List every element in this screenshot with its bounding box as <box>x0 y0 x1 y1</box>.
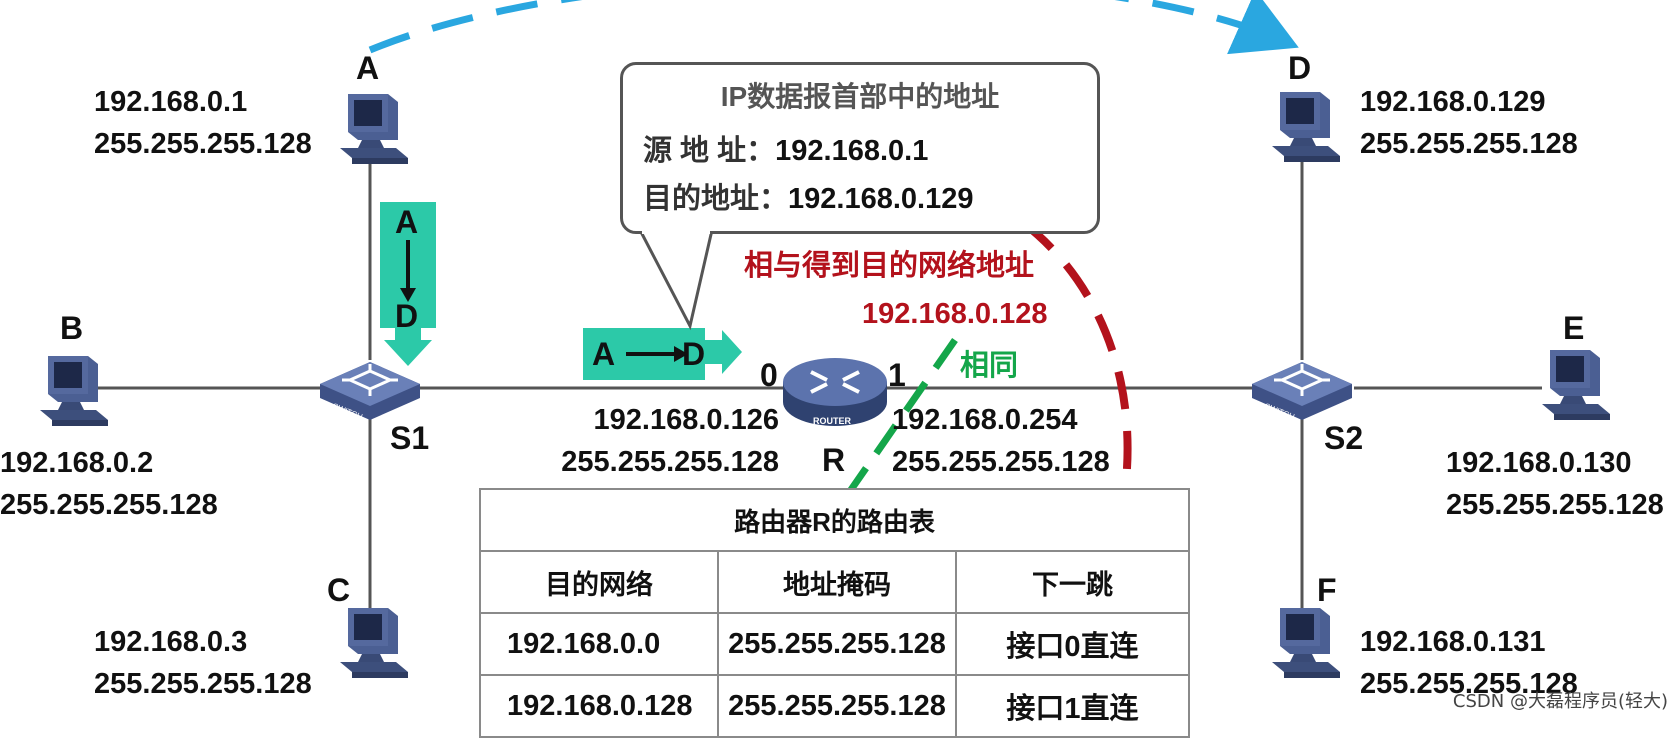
svg-text:ROUTER: ROUTER <box>813 416 852 426</box>
source-address-row: 源 地 址：192.168.0.1 <box>643 127 928 169</box>
host-a-ip: 192.168.0.1 <box>94 86 248 118</box>
host-d-computer-icon <box>1272 92 1340 162</box>
routing-table: 路由器R的路由表 目的网络 地址掩码 下一跳 192.168.0.0 255.2… <box>479 488 1190 738</box>
row1-destination: 192.168.0.0 <box>479 612 719 676</box>
host-f-computer-icon <box>1272 608 1340 678</box>
ip-header-callout: IP数据报首部中的地址 源 地 址：192.168.0.1 目的地址：192.1… <box>620 62 1100 234</box>
callout-title: IP数据报首部中的地址 <box>720 81 1000 112</box>
table-row: 192.168.0.128 255.255.255.128 接口1直连 <box>479 674 1190 738</box>
host-e-name: E <box>1563 310 1585 346</box>
row1-mask: 255.255.255.128 <box>717 612 957 676</box>
host-b-name: B <box>60 310 84 346</box>
switch-s2-name: S2 <box>1324 420 1364 456</box>
switch-s2-icon: SWITCH <box>1250 360 1354 422</box>
router-icon: ROUTER <box>783 358 887 426</box>
callout-tail <box>637 228 714 331</box>
router-port1-mask: 255.255.255.128 <box>892 446 1110 478</box>
host-d-name: D <box>1288 50 1312 86</box>
col-address-mask: 地址掩码 <box>717 550 957 614</box>
packet-dst-label-vertical: D <box>395 298 419 334</box>
row2-destination: 192.168.0.128 <box>479 674 719 738</box>
host-e-mask: 255.255.255.128 <box>1446 489 1664 521</box>
network-address-result: 192.168.0.128 <box>862 298 1048 330</box>
packet-box-vertical <box>380 202 436 366</box>
callout-tail-joint <box>642 228 710 234</box>
destination-address-row: 目的地址：192.168.0.129 <box>643 175 973 217</box>
host-c-ip: 192.168.0.3 <box>94 626 248 658</box>
router-port1-ip: 192.168.0.254 <box>892 404 1078 436</box>
host-a-computer-icon <box>340 94 408 164</box>
host-c-computer-icon <box>340 608 408 678</box>
source-address-value: 192.168.0.1 <box>775 135 929 167</box>
packet-dst-label: D <box>682 336 706 372</box>
host-e-computer-icon <box>1542 350 1610 420</box>
host-c-name: C <box>327 572 351 608</box>
row1-next-hop: 接口0直连 <box>955 612 1190 676</box>
switch-s1-name: S1 <box>390 420 430 456</box>
host-b-mask: 255.255.255.128 <box>0 489 218 521</box>
router-name: R <box>822 442 846 478</box>
packet-src-label-vertical: A <box>395 204 419 240</box>
col-next-hop: 下一跳 <box>955 550 1190 614</box>
row2-next-hop: 接口1直连 <box>955 674 1190 738</box>
host-f-mask: 255.255.255.128 <box>1360 668 1578 700</box>
router-port0-mask: 255.255.255.128 <box>561 446 779 478</box>
destination-address-label: 目的地址： <box>643 183 789 215</box>
host-d-ip: 192.168.0.129 <box>1360 86 1546 118</box>
router-port1-number: 1 <box>888 357 906 393</box>
table-row: 192.168.0.0 255.255.255.128 接口0直连 <box>479 612 1190 676</box>
host-b-computer-icon <box>40 356 108 426</box>
packet-src-label: A <box>592 336 616 372</box>
packet-box-horizontal <box>583 328 742 380</box>
and-result-label: 相与得到目的网络地址 <box>744 250 1035 282</box>
host-e-ip: 192.168.0.130 <box>1446 447 1632 479</box>
router-port0-ip: 192.168.0.126 <box>593 404 779 436</box>
packet-path-arrow <box>368 0 1299 55</box>
host-f-ip: 192.168.0.131 <box>1360 626 1546 658</box>
row2-mask: 255.255.255.128 <box>717 674 957 738</box>
host-d-mask: 255.255.255.128 <box>1360 128 1578 160</box>
routing-table-caption: 路由器R的路由表 <box>479 488 1190 552</box>
router-port0-number: 0 <box>760 357 778 393</box>
host-b-ip: 192.168.0.2 <box>0 447 154 479</box>
host-c-mask: 255.255.255.128 <box>94 668 312 700</box>
host-a-name: A <box>356 50 380 86</box>
switch-s1-icon: SWITCH <box>318 360 422 422</box>
match-label: 相同 <box>960 350 1019 382</box>
host-a-mask: 255.255.255.128 <box>94 128 312 160</box>
destination-address-value: 192.168.0.129 <box>788 183 974 215</box>
col-destination-network: 目的网络 <box>479 550 719 614</box>
source-address-label: 源 地 址： <box>643 135 776 167</box>
host-f-name: F <box>1317 572 1337 608</box>
watermark: CSDN @大磊程序员(轻大) <box>1452 691 1668 712</box>
